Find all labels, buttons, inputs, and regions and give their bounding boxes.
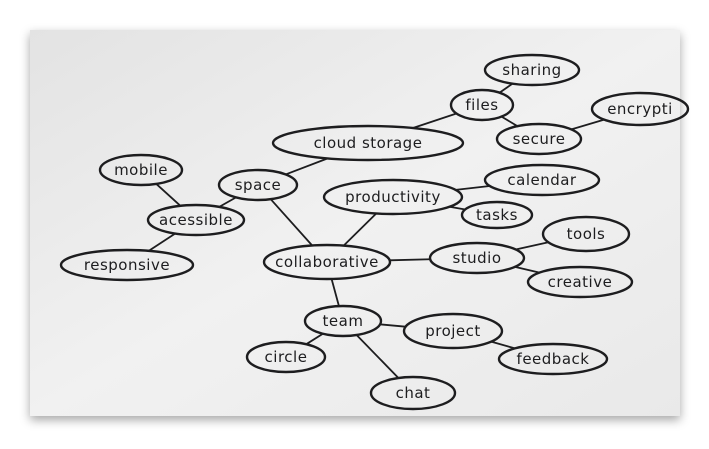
svg-text:sharing: sharing [502,61,561,79]
edge-files-sharing [498,82,514,94]
edge-studio-tools [514,241,550,251]
svg-text:space: space [235,176,282,194]
svg-text:acessible: acessible [159,211,233,229]
svg-text:tools: tools [567,225,606,243]
edge-productivity-calendar [454,185,491,191]
svg-text:productivity: productivity [345,188,441,206]
nodes-layer: collaborative space cloud storage files … [59,53,690,411]
svg-text:project: project [425,322,481,340]
node-circle: circle [245,340,327,374]
node-sharing: sharing [483,53,581,87]
svg-text:responsive: responsive [84,256,170,274]
node-tasks: tasks [460,200,534,230]
edge-team-circle [305,332,324,346]
node-collaborative: collaborative [262,243,392,281]
svg-text:tasks: tasks [476,206,518,224]
node-team: team [303,304,383,338]
svg-text:collaborative: collaborative [275,253,379,271]
edge-studio-creative [514,265,541,274]
edge-cloud-storage-files [412,112,458,129]
node-responsive: responsive [59,248,195,282]
edges-layer [147,82,606,379]
svg-text:cloud storage: cloud storage [314,134,423,152]
edge-collaborative-productivity [342,212,378,247]
svg-text:creative: creative [548,273,613,291]
svg-text:calendar: calendar [507,171,577,189]
edge-space-accessible [218,196,237,208]
node-calendar: calendar [483,163,601,197]
svg-text:encrypti: encrypti [607,100,673,118]
svg-text:circle: circle [265,348,308,366]
edge-space-cloud-storage [284,157,329,176]
edge-team-chat [355,334,400,379]
edge-productivity-tasks [448,205,467,211]
node-tools: tools [541,215,631,253]
svg-text:feedback: feedback [517,350,590,368]
node-creative: creative [526,265,634,299]
paper-sheet [30,30,680,416]
svg-text:chat: chat [396,384,431,402]
node-productivity: productivity [322,178,464,216]
node-space: space [217,168,299,202]
svg-text:secure: secure [513,130,566,148]
node-chat: chat [369,375,457,411]
edge-collaborative-studio [388,258,432,262]
edge-accessible-responsive [147,232,177,252]
node-files: files [449,88,515,122]
node-mobile: mobile [98,153,184,187]
node-encrypti: encrypti [590,91,690,127]
node-studio: studio [428,241,526,275]
node-project: project [402,312,504,350]
svg-text:team: team [323,312,364,330]
node-cloud-storage: cloud storage [271,124,465,162]
edge-team-project [379,323,407,328]
edge-space-collaborative [269,198,314,247]
node-feedback: feedback [497,342,609,376]
node-accessible: acessible [146,203,246,237]
edge-accessible-mobile [155,183,182,207]
svg-text:files: files [465,96,498,114]
edge-secure-encrypti [570,118,606,131]
edge-collaborative-team [330,278,340,307]
node-secure: secure [495,122,583,156]
edge-files-secure [500,115,519,128]
edge-project-feedback [490,340,516,350]
svg-text:studio: studio [452,249,501,267]
svg-text:mobile: mobile [114,161,168,179]
